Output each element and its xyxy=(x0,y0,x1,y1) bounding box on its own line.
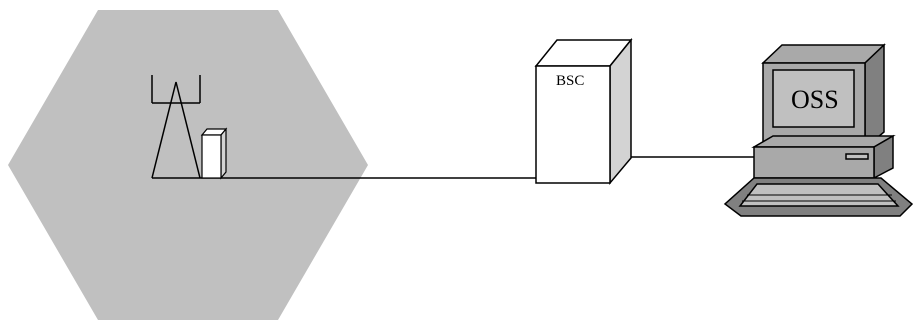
bts-cabinet-icon xyxy=(200,127,228,180)
bsc-server-icon xyxy=(534,37,633,186)
oss-computer-icon xyxy=(723,43,914,217)
bsc-label: BSC xyxy=(556,73,584,89)
oss-label: OSS xyxy=(791,85,839,114)
hexagon-cell-icon xyxy=(8,10,368,320)
antenna-tower-icon xyxy=(151,75,201,179)
